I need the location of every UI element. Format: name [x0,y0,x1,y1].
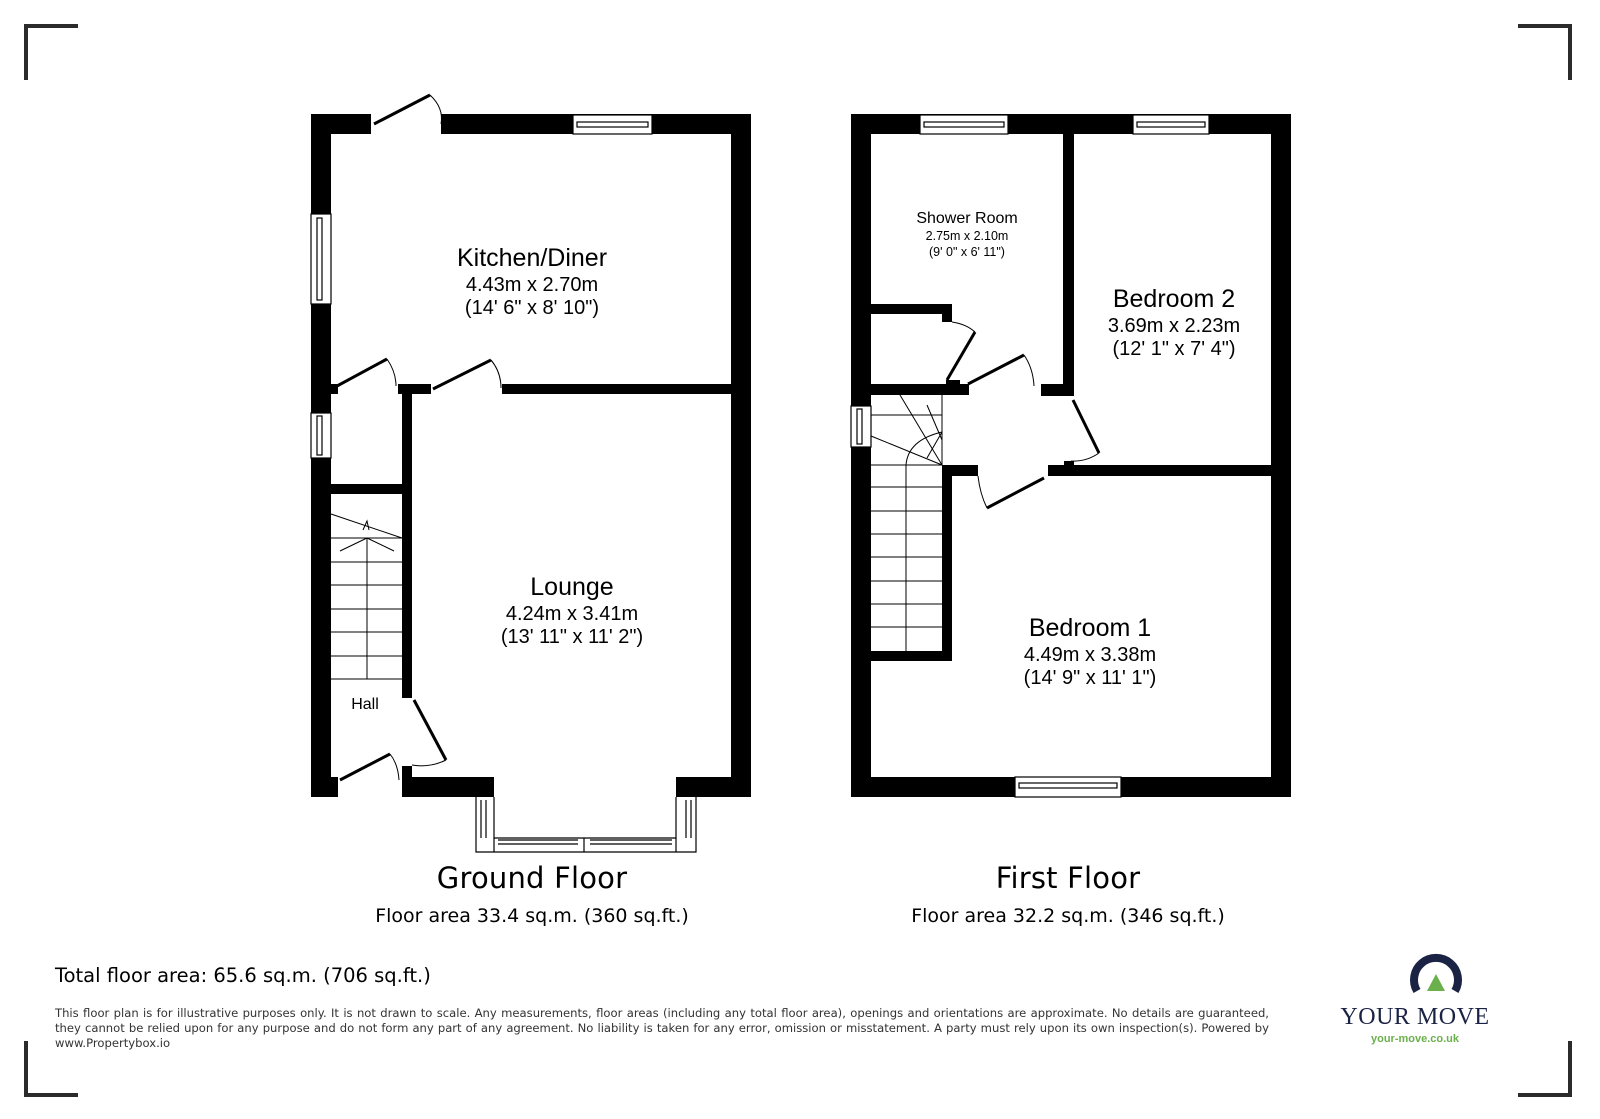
room-name: Hall [351,696,379,713]
room-dimensions-imperial: (9' 0" x 6' 11") [929,244,1005,259]
crop-mark-top-right [1518,24,1572,80]
ground-floor-title: Ground Floor [436,861,628,895]
room-dimensions-metric: 2.75m x 2.10m [925,228,1009,243]
room-dimensions-imperial: (12' 1" x 7' 4") [1112,338,1236,361]
room-shower-room: Shower Room 2.75m x 2.10m (9' 0" x 6' 11… [916,210,1017,260]
your-move-logo: YOUR MOVE your-move.co.uk [1330,930,1500,1045]
room-dimensions-imperial: (14' 6" x 8' 10") [464,297,600,320]
disclaimer-text: This floor plan is for illustrative purp… [55,1006,1269,1050]
first-floor-title: First Floor [995,861,1141,895]
room-name: Bedroom 1 [1028,614,1152,642]
room-dimensions-imperial: (13' 11" x 11' 2") [500,626,644,649]
room-bedroom-1: Bedroom 1 4.49m x 3.38m (14' 9" x 11' 1"… [1024,614,1157,691]
room-dimensions-metric: 4.43m x 2.70m [465,273,599,296]
room-name: Lounge [530,573,614,601]
ground-stairs [330,513,403,680]
room-kitchen-diner: Kitchen/Diner 4.43m x 2.70m (14' 6" x 8'… [457,244,607,321]
room-dimensions-metric: 3.69m x 2.23m [1107,314,1241,337]
room-hall: Hall [351,696,379,715]
ground-floor-plan [310,93,751,853]
crop-mark-bottom-left [24,1041,78,1097]
first-stairs [870,394,943,651]
room-name: Kitchen/Diner [456,244,608,272]
room-lounge: Lounge 4.24m x 3.41m (13' 11" x 11' 2") [501,573,643,650]
room-dimensions-metric: 4.49m x 3.38m [1023,643,1157,666]
total-floor-area: Total floor area: 65.6 sq.m. (706 sq.ft.… [55,964,431,987]
logo-brand-name: YOUR MOVE [1340,1004,1490,1030]
room-name: Bedroom 2 [1112,285,1236,313]
room-dimensions-metric: 4.24m x 3.41m [505,602,639,625]
your-move-logo-emblem [1410,953,1462,994]
logo-website: your-move.co.uk [1370,1033,1460,1045]
crop-mark-bottom-right [1518,1041,1572,1097]
room-name: Shower Room [916,210,1018,227]
crop-mark-top-left [24,24,78,80]
room-bedroom-2: Bedroom 2 3.69m x 2.23m (12' 1" x 7' 4") [1108,285,1240,362]
room-dimensions-imperial: (14' 9" x 11' 1") [1023,667,1157,690]
first-floor-area: Floor area 32.2 sq.m. (346 sq.ft.) [911,905,1225,927]
ground-floor-area: Floor area 33.4 sq.m. (360 sq.ft.) [375,905,689,927]
first-floor-plan [850,114,1291,798]
logo-emblem-spacer [1330,930,1500,1002]
